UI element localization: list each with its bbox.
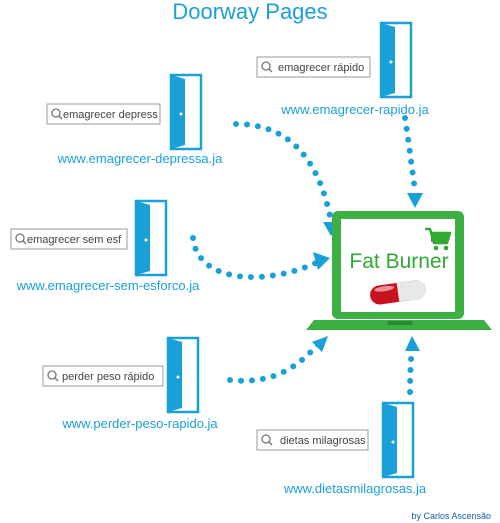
search-query: emagrecer depress <box>63 109 158 121</box>
arrow-sem-esforco <box>190 235 321 281</box>
door-icon <box>381 401 415 479</box>
door-icon <box>134 199 168 277</box>
search-box <box>42 365 164 387</box>
doorway-url: www.dietasmilagrosas.ja <box>283 481 427 496</box>
doorway-sem-esforco: emagrecer sem esf www.emagrecer-sem-esfo… <box>10 199 201 293</box>
arrowhead-rapido <box>407 193 423 208</box>
search-box <box>10 228 128 250</box>
connector-arrows <box>190 115 423 395</box>
arrowhead-sem-esforco <box>313 252 330 270</box>
pill-icon <box>370 280 426 305</box>
search-query: emagrecer rápido <box>278 62 364 74</box>
doorway-rapido: emagrecer rápido www.emagrecer-rapido.ja <box>256 21 429 117</box>
diagram-title: Doorway Pages <box>172 0 327 24</box>
search-icon <box>261 61 273 73</box>
arrowhead-perder-peso <box>312 336 328 352</box>
doorway-url: www.perder-peso-rapido.ja <box>61 416 218 431</box>
search-icon <box>15 233 27 245</box>
search-box <box>256 429 369 451</box>
doorway-dietas: dietas milagrosas www.dietasmilagrosas.j… <box>256 401 427 496</box>
arrow-rapido <box>402 115 418 193</box>
doorway-perder-peso: perder peso rápido www.perder-peso-rapid… <box>42 336 218 431</box>
credit-text: by Carlos Ascensão <box>411 511 491 521</box>
doorway-depressa: emagrecer depress www.emagrecer-depressa… <box>46 73 224 166</box>
arrow-depressa <box>233 121 333 219</box>
search-icon <box>51 108 63 120</box>
search-box <box>256 56 371 78</box>
search-icon <box>261 434 273 446</box>
arrow-perder-peso <box>227 339 323 384</box>
door-icon <box>166 336 200 414</box>
search-icon <box>47 370 59 382</box>
door-icon <box>379 21 413 99</box>
doorway-url: www.emagrecer-depressa.ja <box>57 151 224 166</box>
doorway-url: www.emagrecer-sem-esforco.ja <box>16 278 201 293</box>
search-box <box>46 103 161 125</box>
search-query: emagrecer sem esf <box>27 234 122 246</box>
shopping-cart-icon <box>425 227 452 251</box>
laptop-icon: Fat Burner <box>306 211 492 330</box>
doorway-url: www.emagrecer-rapido.ja <box>280 102 429 117</box>
search-query: perder peso rápido <box>62 371 154 383</box>
arrow-dietas <box>407 345 415 395</box>
screen-text: Fat Burner <box>349 250 448 273</box>
arrowhead-dietas <box>405 336 420 351</box>
door-icon <box>169 73 203 151</box>
search-query: dietas milagrosas <box>280 435 366 447</box>
